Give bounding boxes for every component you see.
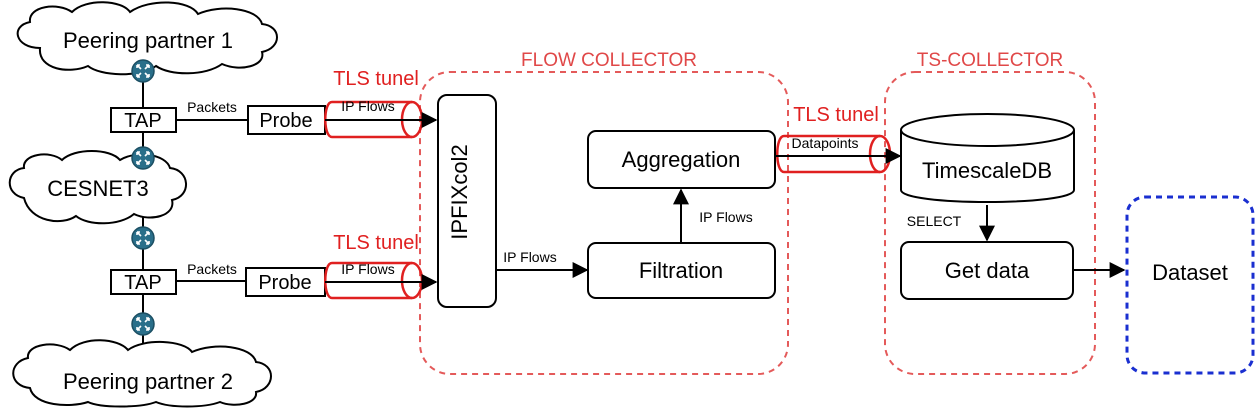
probe-1-label: Probe bbox=[259, 110, 312, 132]
ip-flows-tunnel-2-label: IP Flows bbox=[341, 261, 394, 277]
cloud-peering-partner-2: Peering partner 2 bbox=[12, 339, 272, 408]
router-icon bbox=[131, 59, 155, 83]
tls-tunnel-1-label: TLS tunel bbox=[333, 68, 419, 90]
ipfixcol2-box bbox=[437, 94, 497, 308]
dataset-label: Dataset bbox=[1152, 260, 1228, 285]
ip-flows-to-aggregation-label: IP Flows bbox=[699, 209, 752, 225]
tls-tunnel-3 bbox=[776, 134, 880, 174]
dataset-box bbox=[1125, 195, 1255, 375]
ts-collector-title: TS-COLLECTOR bbox=[917, 50, 1063, 71]
get-data-label: Get data bbox=[945, 258, 1030, 283]
peering-partner-2-label: Peering partner 2 bbox=[63, 369, 233, 394]
tap-1-box bbox=[110, 107, 177, 133]
tls-tunnel-3-label: TLS tunel bbox=[793, 104, 879, 126]
tls-tunnel-3-end bbox=[868, 134, 892, 174]
datapoints-label: Datapoints bbox=[792, 135, 859, 151]
aggregation-box bbox=[587, 130, 776, 189]
timescaledb-database: TimescaleDB bbox=[900, 113, 1075, 203]
tls-tunnel-2-label: TLS tunel bbox=[333, 232, 419, 254]
tls-tunnel-2 bbox=[324, 261, 412, 300]
filtration-label: Filtration bbox=[639, 258, 723, 283]
tls-tunnel-2-end bbox=[400, 261, 424, 300]
ip-flows-tunnel-1-label: IP Flows bbox=[341, 98, 394, 114]
flow-collector-group bbox=[419, 71, 789, 375]
router-icon bbox=[131, 146, 155, 170]
ipfixcol2-label: IPFIXcol2 bbox=[447, 144, 472, 239]
aggregation-label: Aggregation bbox=[622, 147, 741, 172]
peering-partner-1-label: Peering partner 1 bbox=[63, 28, 233, 53]
packets-1-label: Packets bbox=[187, 99, 237, 115]
cloud-peering-partner-1: Peering partner 1 bbox=[16, 1, 278, 76]
tap-2-box bbox=[110, 269, 177, 295]
probe-1-box bbox=[247, 105, 326, 135]
tap-2-label: TAP bbox=[124, 272, 161, 294]
cesnet3-label: CESNET3 bbox=[47, 176, 148, 201]
flow-collector-title: FLOW COLLECTOR bbox=[521, 50, 697, 71]
select-label: SELECT bbox=[907, 213, 962, 229]
router-icon bbox=[131, 312, 155, 336]
cloud-cesnet3: CESNET3 bbox=[8, 150, 187, 225]
router-icon bbox=[131, 226, 155, 250]
timescaledb-label: TimescaleDB bbox=[922, 158, 1052, 183]
ts-collector-group bbox=[884, 71, 1096, 375]
probe-2-label: Probe bbox=[258, 272, 311, 294]
tap-1-label: TAP bbox=[124, 110, 161, 132]
packets-2-label: Packets bbox=[187, 261, 237, 277]
ip-flows-to-filtration-label: IP Flows bbox=[503, 249, 556, 265]
